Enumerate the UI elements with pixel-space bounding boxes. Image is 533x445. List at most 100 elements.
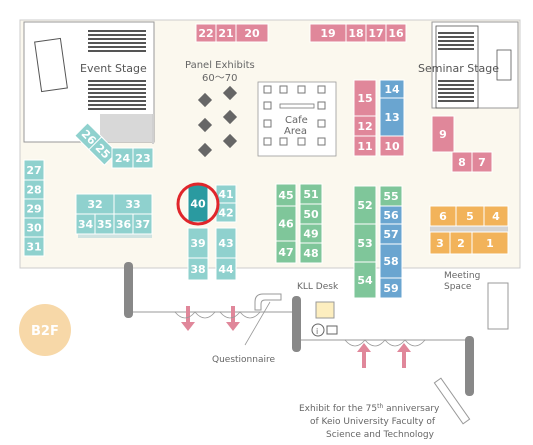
booth-9[interactable]: 9 <box>431 115 455 153</box>
booth-16[interactable]: 16 <box>385 23 407 43</box>
booth-1[interactable]: 1 <box>471 231 509 255</box>
exhibit-75th-note-sup: th <box>377 403 383 410</box>
booth-8[interactable]: 8 <box>451 151 473 173</box>
booth-10-box <box>379 135 405 157</box>
booth-13[interactable]: 13 <box>379 97 405 137</box>
booth-48-box <box>299 242 323 264</box>
panel-exhibits-range: 60～70 <box>202 73 237 84</box>
booth-20[interactable]: 20 <box>235 23 269 43</box>
booth-4[interactable]: 4 <box>483 205 509 227</box>
booth-44-label: 44 <box>218 263 234 276</box>
booth-5[interactable]: 5 <box>455 205 485 227</box>
pillars <box>124 262 474 396</box>
booth-42[interactable]: 42 <box>215 202 237 223</box>
booth-18[interactable]: 18 <box>345 23 367 43</box>
booth-18-label: 18 <box>348 27 363 40</box>
booth-58[interactable]: 58 <box>379 243 403 279</box>
booth-42-label: 42 <box>218 207 233 220</box>
arrow-down-icon <box>226 306 240 331</box>
booth-59-box <box>379 277 403 299</box>
booth-11-label: 11 <box>357 140 372 153</box>
booth-54[interactable]: 54 <box>353 261 377 299</box>
booth-30-label: 30 <box>26 222 42 235</box>
booth-50[interactable]: 50 <box>299 203 323 225</box>
booth-46[interactable]: 46 <box>275 205 297 242</box>
booth-37-box <box>132 213 153 235</box>
booth-29[interactable]: 29 <box>23 198 45 219</box>
booth-38-box <box>187 257 209 281</box>
booth-59[interactable]: 59 <box>379 277 403 299</box>
booth-17-label: 17 <box>368 27 383 40</box>
booth-13-label: 13 <box>384 111 399 124</box>
booth-3[interactable]: 3 <box>429 231 451 255</box>
booth-43-label: 43 <box>218 237 233 250</box>
booth-11[interactable]: 11 <box>353 135 377 157</box>
booth-6[interactable]: 6 <box>429 205 457 227</box>
booth-23-label: 23 <box>135 152 150 165</box>
booth-28[interactable]: 28 <box>23 179 45 200</box>
booth-10-label: 10 <box>384 140 400 153</box>
booth-47-label: 47 <box>278 246 293 259</box>
booth-49[interactable]: 49 <box>299 223 323 244</box>
booth-31[interactable]: 31 <box>23 236 45 257</box>
booth-53-label: 53 <box>357 237 372 250</box>
booth-41[interactable]: 41 <box>215 184 237 204</box>
booth-22[interactable]: 22 <box>195 23 217 43</box>
booth-35[interactable]: 35 <box>94 213 115 235</box>
booth-45[interactable]: 45 <box>275 183 297 207</box>
booth-15[interactable]: 15 <box>353 79 377 117</box>
booth-14[interactable]: 14 <box>379 79 405 99</box>
seminar-stage-seats <box>438 32 474 102</box>
booth-17[interactable]: 17 <box>365 23 387 43</box>
booth-24-label: 24 <box>115 152 131 165</box>
pillar <box>465 336 474 396</box>
booth-36[interactable]: 36 <box>113 213 134 235</box>
booth-49-label: 49 <box>303 228 318 241</box>
booth-34[interactable]: 34 <box>75 213 96 235</box>
booth-10[interactable]: 10 <box>379 135 405 157</box>
arrow-down-icon <box>181 306 195 331</box>
booth-44[interactable]: 44 <box>215 257 237 281</box>
booth-4-box <box>483 205 509 227</box>
booth-25[interactable]: 25 <box>88 136 118 166</box>
booth-7[interactable]: 7 <box>471 151 493 173</box>
event-stage-label: Event Stage <box>80 62 147 75</box>
booth-12[interactable]: 12 <box>353 115 377 137</box>
booth-52[interactable]: 52 <box>353 185 377 225</box>
floor-badge: B2F <box>19 304 71 356</box>
booth-58-label: 58 <box>383 255 398 268</box>
booth-53[interactable]: 53 <box>353 223 377 263</box>
booth-24[interactable]: 24 <box>111 147 134 169</box>
info-icon <box>311 323 325 337</box>
booth-2-label: 2 <box>457 237 465 250</box>
booth-12-label: 12 <box>357 120 372 133</box>
booth-27[interactable]: 27 <box>23 159 45 181</box>
booth-21[interactable]: 21 <box>215 23 237 43</box>
booth-48[interactable]: 48 <box>299 242 323 264</box>
booth-32[interactable]: 32 <box>75 193 115 215</box>
booth-37[interactable]: 37 <box>132 213 153 235</box>
booth-23[interactable]: 23 <box>132 147 154 169</box>
booth-55-label: 55 <box>383 190 398 203</box>
booth-4-label: 4 <box>492 210 500 223</box>
booth-19[interactable]: 19 <box>309 23 347 43</box>
booth-55[interactable]: 55 <box>379 185 403 207</box>
booth-57[interactable]: 57 <box>379 223 403 245</box>
booth-51[interactable]: 51 <box>299 183 323 205</box>
booth-46-label: 46 <box>278 218 294 231</box>
booth-2[interactable]: 2 <box>449 231 473 255</box>
booth-33[interactable]: 33 <box>113 193 153 215</box>
booth-38[interactable]: 38 <box>187 257 209 281</box>
arrow-up-icon <box>397 343 411 368</box>
booth-50-label: 50 <box>303 208 319 221</box>
booth-48-label: 48 <box>303 247 318 260</box>
booth-56[interactable]: 56 <box>379 205 403 225</box>
booth-39[interactable]: 39 <box>187 227 209 259</box>
exhibit-75th-note-line2: of Keio University Faculty of <box>310 417 436 427</box>
booth-40[interactable]: 40 <box>187 184 209 223</box>
booth-30[interactable]: 30 <box>23 217 45 238</box>
booth-47-box <box>275 240 297 264</box>
booth-38-label: 38 <box>190 263 205 276</box>
booth-43[interactable]: 43 <box>215 227 237 259</box>
booth-47[interactable]: 47 <box>275 240 297 264</box>
